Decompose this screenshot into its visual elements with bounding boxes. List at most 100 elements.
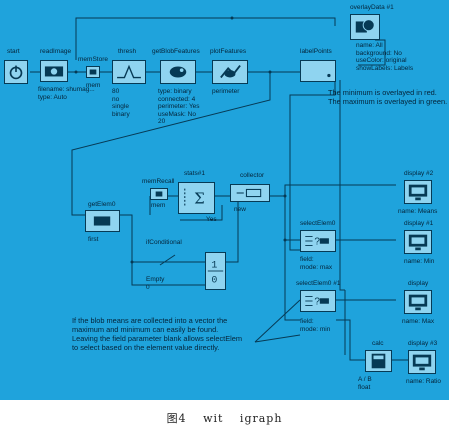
memory-icon bbox=[89, 69, 97, 75]
label-icon bbox=[327, 73, 331, 78]
overlaydata-node[interactable] bbox=[350, 14, 380, 40]
monitor-icon bbox=[408, 294, 428, 311]
node-title: collector bbox=[240, 172, 265, 179]
collector-node[interactable] bbox=[230, 184, 270, 202]
wire bbox=[336, 319, 365, 361]
wire bbox=[284, 240, 300, 321]
wire-layer bbox=[30, 16, 408, 361]
node-props: filename: shumag... type: Auto bbox=[38, 86, 95, 101]
monitor-icon bbox=[408, 234, 428, 251]
wire bbox=[226, 200, 239, 263]
wire bbox=[358, 39, 386, 66]
node-title: labelPoints bbox=[300, 48, 332, 55]
wire-joint bbox=[230, 16, 234, 20]
display3-node[interactable] bbox=[408, 350, 436, 374]
monitor-icon bbox=[408, 184, 428, 201]
readimage-node[interactable] bbox=[40, 60, 68, 82]
getelem-node[interactable] bbox=[85, 210, 120, 232]
memory-icon bbox=[155, 191, 163, 197]
wire bbox=[254, 299, 301, 343]
node-title: selectElem0 bbox=[300, 220, 336, 227]
wire bbox=[284, 196, 300, 241]
wire bbox=[180, 205, 223, 221]
node-props: mem bbox=[86, 82, 101, 89]
node-props: perimeter bbox=[212, 88, 240, 95]
node-props: name: All background: No useColor: origi… bbox=[356, 42, 414, 72]
node-props: name: Ratio bbox=[406, 378, 442, 385]
overlay-icon bbox=[355, 19, 375, 33]
node-props: field: mode: max bbox=[300, 256, 333, 271]
wire bbox=[120, 214, 205, 263]
wire bbox=[270, 184, 396, 197]
node-props: new bbox=[234, 206, 246, 213]
svg-text:1: 1 bbox=[211, 259, 217, 270]
calc-node[interactable] bbox=[365, 350, 392, 372]
collector-icon bbox=[236, 188, 262, 198]
node-title: thresh bbox=[118, 48, 137, 55]
node-props: 80 no single binary bbox=[112, 88, 130, 118]
node-title: overlayData #1 bbox=[350, 4, 394, 11]
node-title: display bbox=[408, 280, 429, 287]
selectelem0-node[interactable]: ? bbox=[300, 230, 336, 252]
wire bbox=[254, 334, 301, 343]
svg-text:0: 0 bbox=[211, 275, 217, 286]
node-props: type: binary connected: 4 perimeter: Yes… bbox=[158, 88, 200, 125]
start-node[interactable] bbox=[4, 60, 28, 84]
node-title: plotFeatures bbox=[210, 48, 247, 55]
wire-joint bbox=[283, 194, 287, 198]
memstore-node[interactable] bbox=[86, 66, 100, 78]
labelpoints-node[interactable] bbox=[300, 60, 336, 82]
node-title: display #1 bbox=[404, 220, 434, 227]
blob-note: If the blob means are collected into a v… bbox=[72, 316, 243, 352]
node-title: memRecall bbox=[142, 178, 175, 185]
node-props: name: Min bbox=[404, 258, 435, 265]
node-title: ifConditional bbox=[146, 239, 182, 246]
display2-node[interactable] bbox=[404, 180, 432, 204]
wire bbox=[131, 262, 205, 286]
workflow-canvas: start readImage filename: shumag... type… bbox=[0, 0, 449, 400]
wire bbox=[71, 72, 271, 216]
display-node[interactable] bbox=[404, 290, 432, 314]
camera-icon bbox=[44, 66, 64, 77]
node-props: first bbox=[88, 236, 99, 243]
node-props: mem bbox=[151, 202, 166, 209]
node-props: Empty 0 bbox=[146, 276, 165, 291]
node-title: display #3 bbox=[408, 340, 438, 347]
plotfeatures-node[interactable] bbox=[212, 60, 248, 84]
node-props: Yes bbox=[206, 216, 217, 223]
node-title: selectElem0 #1 bbox=[296, 280, 341, 287]
stats-node[interactable]: Σ bbox=[178, 182, 215, 214]
wire-joint bbox=[283, 238, 287, 242]
monitor-icon bbox=[412, 354, 432, 371]
wire bbox=[289, 80, 336, 251]
node-title: getElem0 bbox=[88, 201, 116, 208]
getblob-node[interactable] bbox=[160, 60, 196, 84]
display1-node[interactable] bbox=[404, 230, 432, 254]
caption-word: igraph bbox=[239, 412, 283, 425]
node-title: memStore bbox=[78, 56, 108, 63]
node-title: getBlobFeatures bbox=[152, 48, 200, 55]
figure-caption: 图4 wit igraph bbox=[0, 410, 449, 426]
wire bbox=[159, 254, 176, 266]
power-icon bbox=[9, 65, 23, 80]
element-icon bbox=[93, 216, 111, 226]
thresh-node[interactable] bbox=[112, 60, 146, 84]
svg-text:Σ: Σ bbox=[194, 190, 205, 208]
calculator-icon bbox=[371, 353, 386, 369]
memrecall-node[interactable] bbox=[150, 188, 168, 200]
sigma-icon: Σ bbox=[184, 188, 205, 208]
plot-icon bbox=[220, 65, 241, 79]
wire bbox=[339, 80, 345, 291]
node-title: calc bbox=[372, 340, 384, 347]
node-props: name: Max bbox=[402, 318, 435, 325]
wire bbox=[75, 17, 336, 60]
node-title: start bbox=[7, 48, 20, 55]
select-icon: ? bbox=[305, 236, 329, 248]
node-props: A / B float bbox=[358, 376, 372, 391]
threshold-icon bbox=[117, 64, 141, 79]
caption-figure: 图4 bbox=[166, 412, 187, 425]
wire-joint bbox=[74, 70, 78, 74]
selectelem1-node[interactable]: ? bbox=[300, 290, 336, 312]
node-title: readImage bbox=[40, 48, 72, 55]
